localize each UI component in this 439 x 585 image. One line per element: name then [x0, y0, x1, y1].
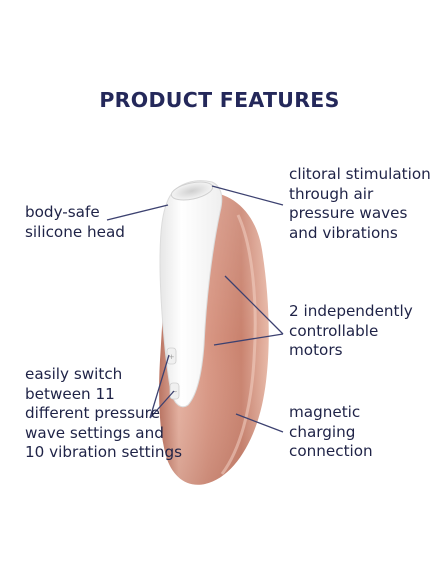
connector-lines [106, 185, 284, 433]
control-buttons: + ~ [166, 347, 180, 400]
feature-line: controllable [289, 321, 379, 340]
feature-settings-switch: easily switch between 11 different press… [25, 365, 182, 463]
suction-opening [171, 182, 213, 200]
svg-text:+: + [169, 353, 175, 361]
connector-motors-lower [213, 333, 284, 346]
connector-switch-upper [149, 354, 170, 419]
feature-line: different pressure [25, 404, 160, 422]
connector-stimulation [211, 185, 284, 206]
connector-switch-lower [149, 390, 175, 419]
svg-text:~: ~ [172, 388, 178, 396]
feature-line: silicone head [25, 222, 125, 241]
feature-line: through air [289, 184, 374, 203]
feature-line: body-safe [25, 203, 100, 221]
feature-line: wave settings and [25, 423, 164, 442]
feature-line: connection [289, 442, 373, 460]
feature-line: magnetic [289, 403, 361, 421]
feature-line: motors [289, 341, 343, 359]
feature-line: clitoral stimulation [289, 165, 431, 183]
feature-line: 10 vibration settings [25, 443, 183, 461]
feature-silicone-head: body-safe silicone head [25, 203, 125, 242]
connector-charging [235, 413, 284, 433]
feature-line: 2 independently [289, 302, 413, 320]
feature-line: charging [289, 422, 356, 441]
connector-motors-upper [224, 275, 284, 335]
feature-line: between 11 [25, 384, 115, 403]
feature-line: easily switch [25, 365, 123, 383]
feature-line: and vibrations [289, 223, 398, 242]
feature-line: pressure waves [289, 204, 408, 222]
feature-magnetic-charging: magnetic charging connection [289, 403, 373, 462]
connector-head [106, 204, 169, 221]
feature-motors: 2 independently controllable motors [289, 302, 413, 361]
page-title: PRODUCT FEATURES [99, 88, 340, 112]
feature-air-pressure-stimulation: clitoral stimulation through air pressur… [289, 165, 431, 243]
